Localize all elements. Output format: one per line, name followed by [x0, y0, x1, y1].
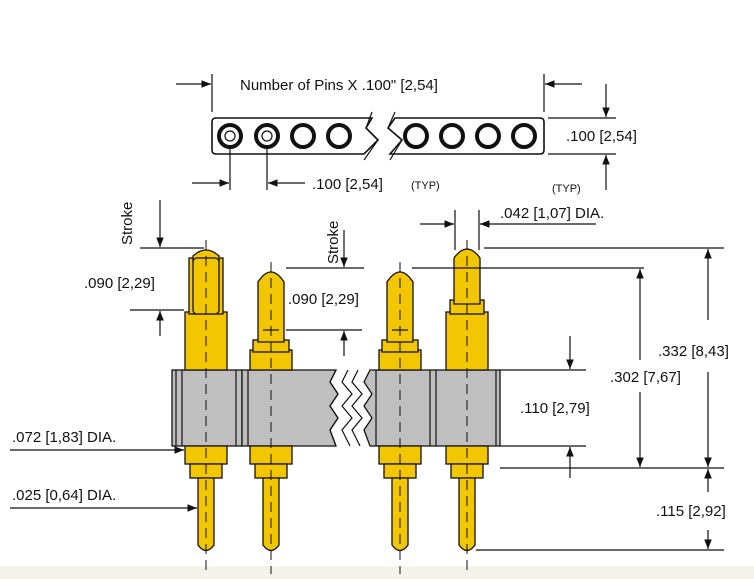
- dim-tip-diameter: .042 [1,07] DIA.: [420, 205, 604, 250]
- pin-2-compressed: [249, 262, 293, 574]
- label-tail-dia: .025 [0,64] DIA.: [12, 487, 116, 504]
- strip-holes-right: [403, 123, 537, 149]
- pin-1-extended: [184, 240, 228, 574]
- label-overall-height: .332 [8,43]: [658, 343, 729, 360]
- strip-break-line-left: [363, 111, 379, 161]
- strip-break-line-right: [387, 111, 403, 161]
- label-top-span: Number of Pins X .100" [2,54]: [240, 77, 438, 94]
- label-strip-height: .100 [2,54]: [566, 128, 637, 145]
- label-tail-length: .115 [2,92]: [656, 503, 726, 520]
- dim-body-to-top: .302 [7,67]: [412, 267, 681, 467]
- pin-3-compressed: [378, 262, 422, 574]
- label-stroke-left: Stroke: [119, 202, 136, 245]
- dim-body-diameter: .072 [1,83] DIA.: [10, 429, 184, 454]
- label-stroke-left-dim: .090 [2,29]: [84, 275, 155, 292]
- pin-4-extended: [445, 240, 489, 574]
- label-stroke-right: Stroke: [325, 221, 342, 264]
- dim-tail-length: .115 [2,92]: [476, 469, 726, 551]
- dim-body-height: .110 [2,79]: [500, 336, 590, 478]
- dim-overall-height: .332 [8,43]: [484, 247, 729, 469]
- label-body-to-top: .302 [7,67]: [610, 369, 681, 386]
- label-pitch-typ: (TYP): [411, 180, 440, 192]
- dim-tail-diameter: .025 [0,64] DIA.: [10, 487, 197, 512]
- label-body-dia: .072 [1,83] DIA.: [12, 429, 116, 446]
- body-break-mark-right: [351, 369, 363, 447]
- insulator-right: [363, 369, 501, 447]
- strip-holes-left: [217, 123, 352, 149]
- label-tip-dia: .042 [1,07] DIA.: [500, 205, 604, 222]
- label-tip-dia-typ: (TYP): [552, 183, 581, 195]
- strip-right-half: [386, 117, 545, 155]
- label-stroke-right-dim: .090 [2,29]: [288, 291, 359, 308]
- body-break-mark-left: [341, 369, 353, 447]
- label-body-height: .110 [2,79]: [520, 400, 590, 417]
- dim-stroke-right: Stroke .090 [2,29]: [286, 221, 364, 356]
- label-pitch: .100 [2,54]: [312, 176, 383, 193]
- drawing-area: [0, 0, 754, 566]
- strip-top-view: Number of Pins X .100" [2,54] .100 [2,54…: [176, 74, 637, 195]
- insulator-left: [171, 369, 339, 447]
- dim-stroke-left: Stroke .090 [2,29]: [84, 200, 204, 336]
